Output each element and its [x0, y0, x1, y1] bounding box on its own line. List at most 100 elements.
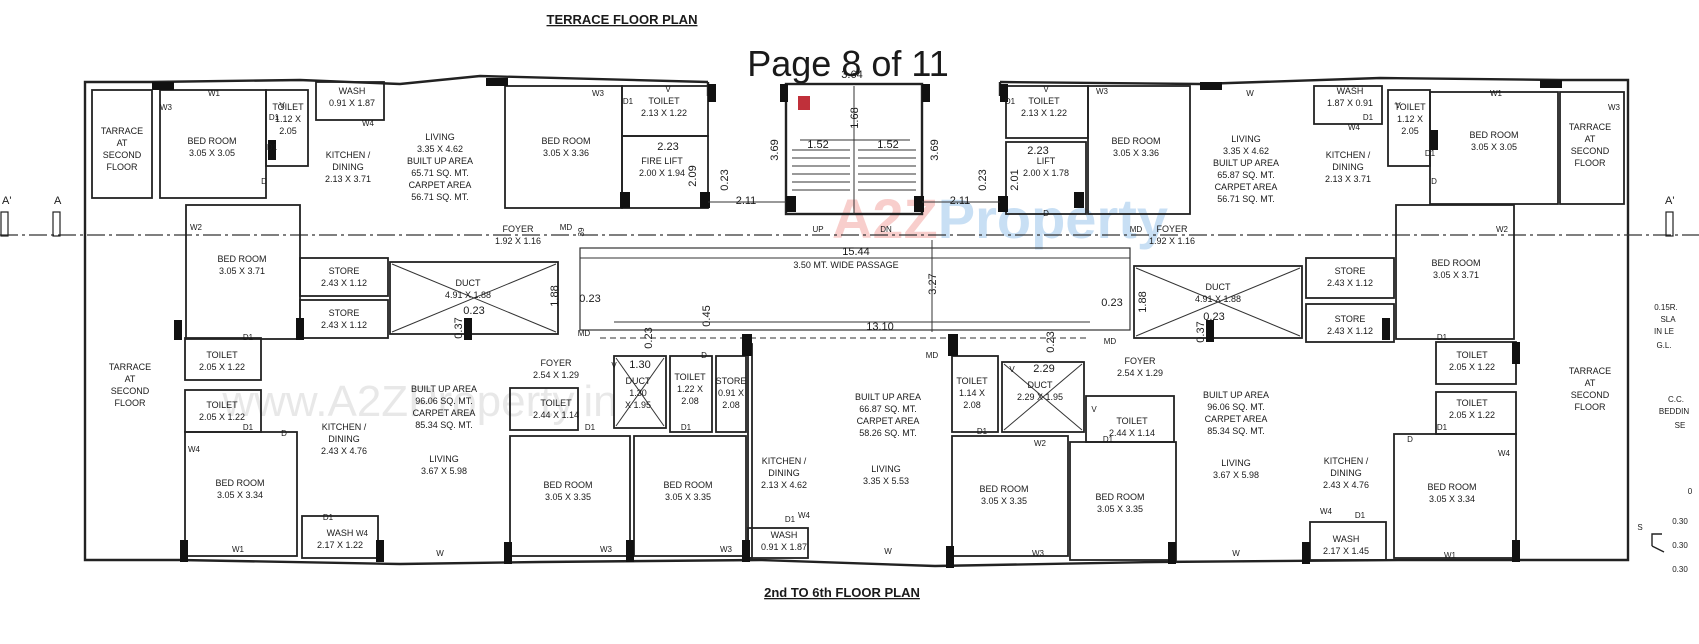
- room-label-line: 2.43 X 1.12: [321, 320, 367, 330]
- room-label-line: WASH: [327, 528, 354, 538]
- column-block: [174, 320, 182, 340]
- room-label-line: TOILET: [206, 350, 238, 360]
- stair-treads: [792, 140, 916, 214]
- room-label-line: 96.06 SQ. MT.: [415, 396, 473, 406]
- room-label-line: DUCT: [1028, 380, 1053, 390]
- room-label-line: 3.05 X 3.36: [543, 148, 589, 158]
- dimension-duct-l-gap: 0.23: [579, 293, 600, 305]
- room-label-line: CARPET AREA: [413, 408, 476, 418]
- room-label-line: FLOOR: [114, 398, 146, 408]
- opening-tag-d1: D1: [243, 423, 254, 432]
- opening-tag-w3: W3: [1608, 103, 1621, 112]
- room-label-line: BED ROOM: [543, 480, 592, 490]
- room-tr-toilet: TOILET 2.13 X 1.22: [1021, 96, 1067, 118]
- dimension-fire-h: 2.09: [687, 165, 699, 186]
- room-label-line: KITCHEN /: [326, 150, 371, 160]
- room-label-line: FLOOR: [106, 162, 138, 172]
- fire-extinguisher-icon: [798, 96, 810, 110]
- room-label-line: LIVING: [425, 132, 455, 142]
- room-label-line: AT: [117, 138, 128, 148]
- column-block: [620, 192, 630, 208]
- opening-tag-w2: W2: [1496, 225, 1509, 234]
- page-number: Page 8 of 11: [747, 43, 949, 84]
- room-label-line: 65.71 SQ. MT.: [411, 168, 469, 178]
- opening-tag-w: W: [436, 549, 444, 558]
- room-label-line: 2.00 X 1.94: [639, 168, 685, 178]
- room-label-line: CARPET AREA: [1215, 182, 1278, 192]
- room-label-line: 1.87 X 0.91: [1327, 98, 1373, 108]
- room-label-line: STORE: [716, 376, 747, 386]
- section-mark-a-prime-left: A': [2, 195, 11, 207]
- room-label-line: STORE: [329, 308, 360, 318]
- dimension-low-c: 0.23: [1045, 331, 1057, 352]
- opening-tag-d1: D1: [1005, 97, 1016, 106]
- opening-tag-v: V: [1043, 85, 1049, 94]
- opening-tag-d1: D1: [269, 113, 280, 122]
- room-label-line: 2.05: [279, 126, 297, 136]
- room-label-line: BED ROOM: [541, 136, 590, 146]
- dimension-duct-l-h: 1.88: [549, 285, 561, 306]
- room-label-line: 3.05 X 3.35: [981, 496, 1027, 506]
- opening-tag-w4: W4: [1348, 123, 1361, 132]
- opening-tag-d: D: [1407, 435, 1413, 444]
- column-block: [180, 540, 188, 562]
- opening-tag-d1: D1: [585, 423, 596, 432]
- column-block: [1302, 542, 1310, 564]
- room-label-line: 3.05 X 3.34: [1429, 494, 1475, 504]
- opening-tag-w4: W4: [356, 529, 369, 538]
- room-label-line: 2.13 X 3.71: [325, 174, 371, 184]
- dimension-duct-l-gap2: 0.23: [463, 305, 484, 317]
- margin-note: G.L.: [1656, 341, 1671, 350]
- room-label-line: 1.14 X: [959, 388, 985, 398]
- opening-tag-w4: W4: [188, 445, 201, 454]
- opening-tag-w3: W3: [592, 89, 605, 98]
- room-label-line: LIVING: [1231, 134, 1261, 144]
- room-label-line: DINING: [1330, 468, 1362, 478]
- room-label-line: BED ROOM: [1111, 136, 1160, 146]
- opening-tag-d1: D1: [623, 97, 634, 106]
- opening-tag-md: MD: [578, 329, 591, 338]
- room-label-line: TOILET: [1028, 96, 1060, 106]
- room-label-line: 3.35 X 4.62: [1223, 146, 1269, 156]
- room-label-line: X 1.95: [625, 400, 651, 410]
- room-label-line: 85.34 SQ. MT.: [1207, 426, 1265, 436]
- dimension-duct-r-gap2: 0.23: [1203, 311, 1224, 323]
- column-block: [152, 82, 174, 90]
- room-label-line: 2.13 X 1.22: [1021, 108, 1067, 118]
- room-label-line: 66.87 SQ. MT.: [859, 404, 917, 414]
- column-block: [1512, 342, 1520, 364]
- room-label-line: FOYER: [540, 358, 572, 368]
- dimension-stair-h-r: 3.69: [929, 139, 941, 160]
- dimension-stair-mid: 1.68: [849, 107, 861, 128]
- opening-tag-v: V: [279, 101, 285, 110]
- opening-tag-md: MD: [1130, 225, 1143, 234]
- dimension-gap-r1: 2.11: [950, 195, 971, 207]
- room-label-line: 2.13 X 4.62: [761, 480, 807, 490]
- opening-tag-d1: D1: [1363, 113, 1374, 122]
- room-label-line: 1.92 X 1.16: [1149, 236, 1195, 246]
- column-block: [376, 540, 384, 562]
- dimension-gap-l1: 0.23: [719, 169, 731, 190]
- column-block: [1430, 130, 1438, 150]
- room-label-line: LIVING: [429, 454, 459, 464]
- room-label-line: BUILT UP AREA: [1203, 390, 1269, 400]
- margin-note: 0.30: [1672, 565, 1688, 574]
- column-block: [464, 318, 472, 340]
- column-block: [922, 84, 930, 102]
